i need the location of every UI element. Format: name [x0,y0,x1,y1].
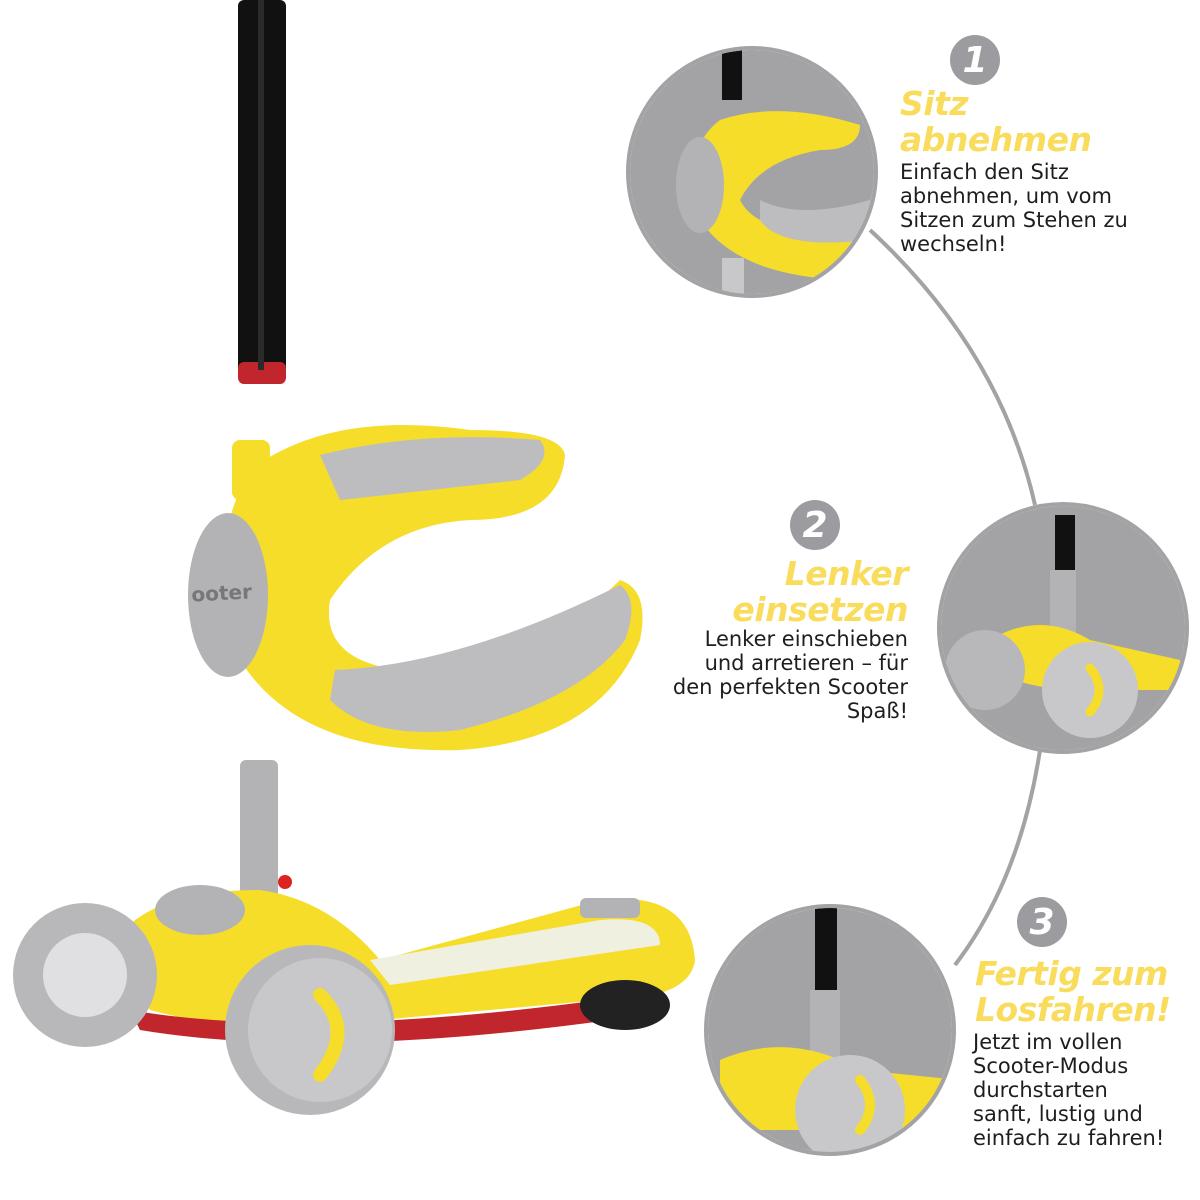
step-3-title: Fertig zum Losfahren! [975,956,1171,1028]
body-line: abnehmen, um vom [900,184,1112,208]
title-line: abnehmen [900,120,1092,159]
step-2-image [937,502,1189,754]
body-line: Spaß! [846,699,908,723]
title-line: einsetzen [732,590,908,629]
body-line: durchstarten [973,1078,1108,1102]
scooter-base [13,760,695,1115]
body-line: Jetzt im vollen [973,1030,1123,1054]
body-line: einfach zu fahren! [973,1126,1165,1150]
step-3-badge: 3 [1017,897,1067,947]
connector-arc [868,228,1042,967]
body-line: Scooter-Modus [973,1054,1129,1078]
step-1-title: Sitz abnehmen [900,86,1092,158]
title-line: Lenker [784,554,909,593]
body-line: Sitzen zum Stehen zu [900,208,1128,232]
step-2-title: Lenker einsetzen [732,556,908,628]
body-line: wechseln! [900,232,1007,256]
step-2-description: Lenker einschieben und arretieren – für … [673,627,908,723]
title-line: Fertig zum [975,954,1168,993]
seat-logo: ooter [191,579,253,606]
body-line: Einfach den Sitz [900,160,1069,184]
title-line: Sitz [900,84,969,123]
title-line: Losfahren! [975,990,1171,1029]
handlebar-pole [238,0,286,384]
body-line: und arretieren – für [704,651,908,675]
step-1-description: Einfach den Sitz abnehmen, um vom Sitzen… [900,160,1128,256]
step-1-badge: 1 [950,35,1000,85]
step-1-image [626,46,878,298]
step-3-description: Jetzt im vollen Scooter-Modus durchstart… [973,1030,1164,1150]
step-3-image [704,904,956,1156]
body-line: sanft, lustig und [973,1102,1143,1126]
step-2-badge: 2 [790,500,840,550]
body-line: den perfekten Scooter [672,675,908,699]
body-line: Lenker einschieben [704,627,908,651]
seat-part: ooter [188,425,643,751]
